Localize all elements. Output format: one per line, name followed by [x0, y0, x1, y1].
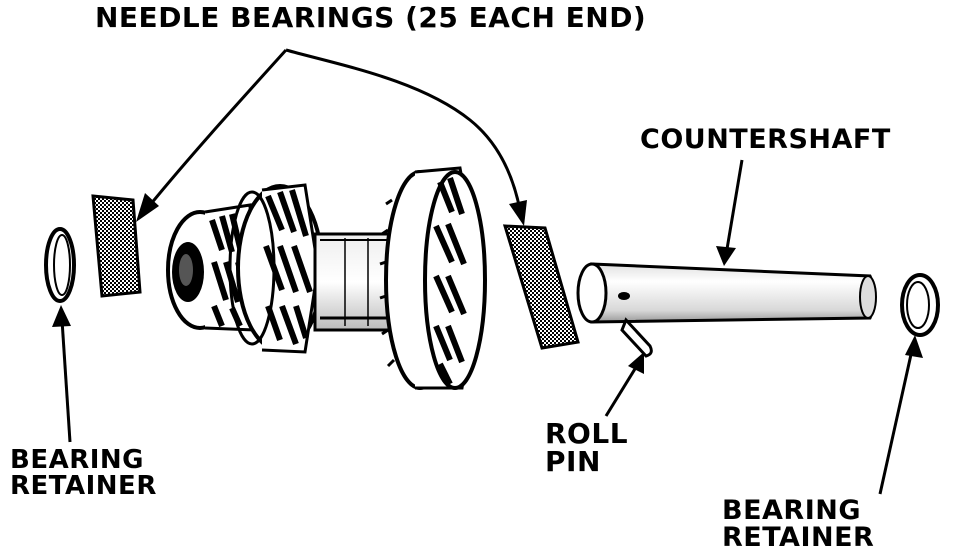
roll-pin-label-line1: ROLL [545, 417, 629, 450]
bearing-retainer-right-label-line1: BEARING [722, 495, 862, 526]
needle-bearings-right [502, 224, 580, 350]
bearing-retainer-left-label: BEARING RETAINER [10, 447, 157, 499]
arrowheads [52, 193, 923, 374]
leader-lines [60, 48, 914, 495]
bearing-retainer-right-label-line2: RETAINER [722, 522, 875, 553]
cluster-gear [166, 166, 487, 390]
roll-pin-label: ROLL PIN [545, 420, 628, 476]
roll-pin [620, 317, 653, 358]
needle-bearings-label: NEEDLE BEARINGS (25 EACH END) [95, 4, 646, 32]
bearing-retainer-left-label-line1: BEARING [10, 445, 144, 475]
needle-bearings-left [91, 194, 142, 298]
countershaft [576, 262, 877, 324]
bearing-retainer-left-label-line2: RETAINER [10, 471, 157, 501]
bearing-retainer-right [900, 273, 940, 337]
bearing-retainer-right-label: BEARING RETAINER [722, 497, 874, 551]
countershaft-label-text: COUNTERSHAFT [640, 124, 891, 155]
bearing-retainer-left [44, 227, 76, 303]
roll-pin-label-line2: PIN [545, 445, 601, 478]
countershaft-label: COUNTERSHAFT [640, 126, 891, 153]
needle-bearings-label-text: NEEDLE BEARINGS (25 EACH END) [95, 1, 647, 34]
